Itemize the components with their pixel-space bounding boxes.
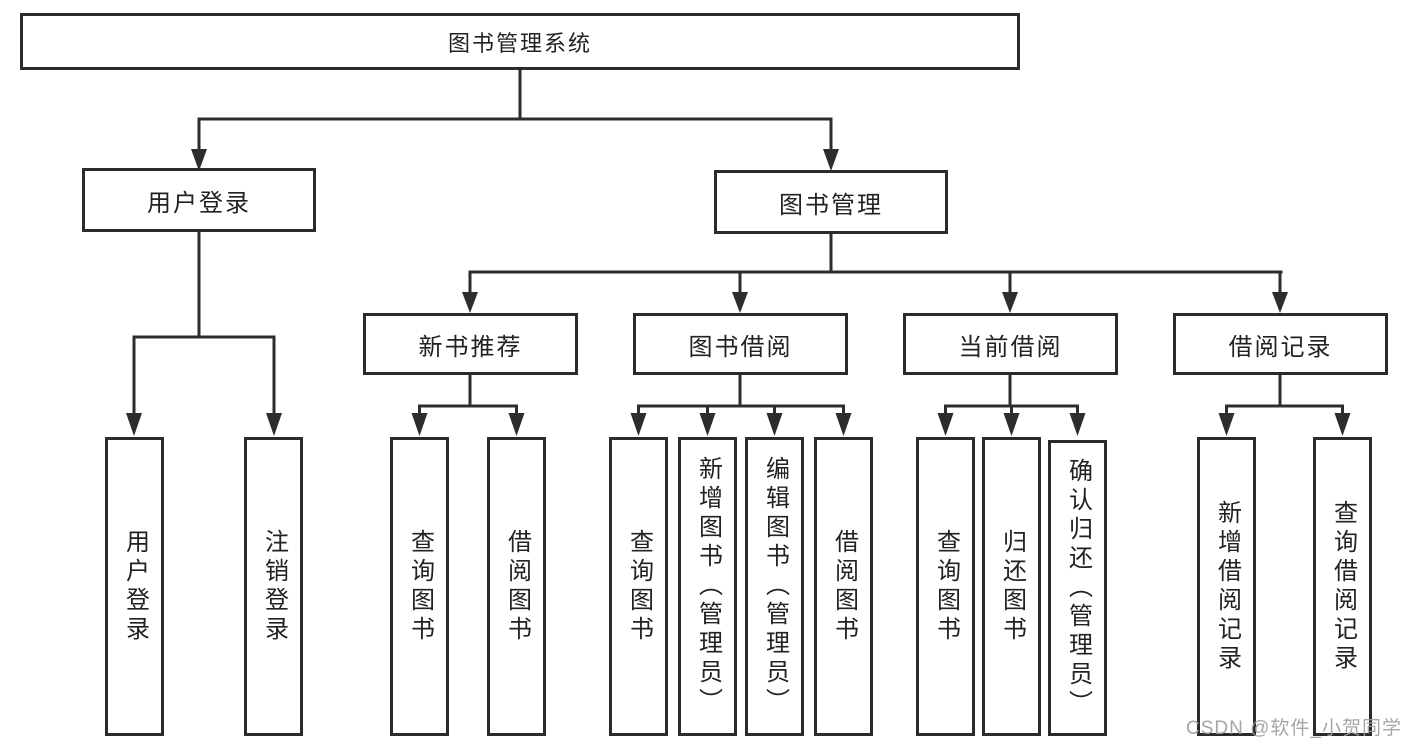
arrowhead-bb-edit: [766, 413, 783, 436]
arrowhead-cb-query: [937, 413, 954, 436]
node-book-management: 图书管理: [714, 170, 948, 234]
leaf-bb-edit-books-admin-label: 编辑图书（管理员）: [761, 456, 789, 717]
leaf-nbr-borrow-books: 借阅图书: [487, 437, 546, 736]
arrowhead-br-add: [1218, 413, 1235, 436]
node-current-borrow-label: 当前借阅: [958, 333, 1063, 361]
node-new-book-recommend: 新书推荐: [363, 313, 578, 375]
leaf-nbr-query-books-label: 查询图书: [406, 528, 434, 645]
arrowhead-bb-add: [699, 413, 716, 436]
leaf-cb-confirm-return-admin-label: 确认归还（管理员）: [1064, 457, 1092, 719]
leaf-user-login: 用户登录: [105, 437, 164, 736]
node-root-label: 图书管理系统: [447, 30, 592, 56]
node-new-book-recommend-label: 新书推荐: [418, 333, 523, 361]
leaf-bb-query-books-label: 查询图书: [625, 528, 653, 645]
watermark: CSDN @软件_小贺同学: [1186, 718, 1402, 739]
node-current-borrow: 当前借阅: [903, 313, 1118, 375]
leaf-bb-add-books-admin-label: 新增图书（管理员）: [694, 456, 722, 717]
leaf-bb-borrow-books-label: 借阅图书: [830, 528, 858, 645]
leaf-nbr-query-books: 查询图书: [390, 437, 449, 736]
arrowhead-leaf-logout: [266, 413, 282, 436]
leaf-user-login-label: 用户登录: [121, 528, 149, 645]
leaf-bb-borrow-books: 借阅图书: [814, 437, 873, 736]
arrowhead-current-borrow: [1002, 292, 1018, 313]
arrowhead-borrow-record: [1272, 292, 1288, 313]
leaf-bb-query-books: 查询图书: [609, 437, 668, 736]
node-borrow-records: 借阅记录: [1173, 313, 1388, 375]
leaf-cb-return-books-label: 归还图书: [998, 528, 1026, 645]
arrowhead-new-book-rec: [462, 292, 478, 313]
arrowhead-book-mgmt: [823, 149, 839, 171]
leaf-nbr-borrow-books-label: 借阅图书: [503, 528, 531, 645]
leaf-br-add-record-label: 新增借阅记录: [1213, 499, 1241, 674]
node-book-management-label: 图书管理: [779, 191, 883, 219]
leaf-cb-query-books: 查询图书: [916, 437, 975, 736]
node-book-borrow-label: 图书借阅: [688, 333, 793, 361]
arrowhead-cb-return: [1003, 413, 1020, 436]
node-borrow-records-label: 借阅记录: [1228, 333, 1333, 361]
arrowhead-bb-borrow: [835, 413, 852, 436]
node-user-login: 用户登录: [82, 168, 316, 232]
arrowhead-br-query: [1334, 413, 1351, 436]
leaf-br-query-record-label: 查询借阅记录: [1329, 499, 1357, 674]
arrowhead-cb-confirm: [1069, 413, 1086, 436]
arrowhead-bb-query: [630, 413, 647, 436]
leaf-bb-add-books-admin: 新增图书（管理员）: [678, 437, 737, 736]
arrowhead-nbr-query: [411, 413, 428, 436]
node-root: 图书管理系统: [20, 13, 1020, 70]
leaf-br-add-record: 新增借阅记录: [1197, 437, 1256, 736]
leaf-logout-login: 注销登录: [244, 437, 303, 736]
leaf-cb-confirm-return-admin: 确认归还（管理员）: [1048, 440, 1107, 736]
arrowhead-nbr-borrow: [508, 413, 525, 436]
arrowhead-book-borrow: [732, 292, 748, 313]
leaf-cb-return-books: 归还图书: [982, 437, 1041, 736]
node-user-login-label: 用户登录: [147, 189, 251, 217]
leaf-br-query-record: 查询借阅记录: [1313, 437, 1372, 736]
arrowhead-leaf-user-login: [126, 413, 142, 436]
leaf-cb-query-books-label: 查询图书: [932, 528, 960, 645]
node-book-borrow: 图书借阅: [633, 313, 848, 375]
arrowhead-user-login: [191, 149, 207, 171]
leaf-logout-login-label: 注销登录: [260, 528, 288, 645]
leaf-bb-edit-books-admin: 编辑图书（管理员）: [745, 437, 804, 736]
